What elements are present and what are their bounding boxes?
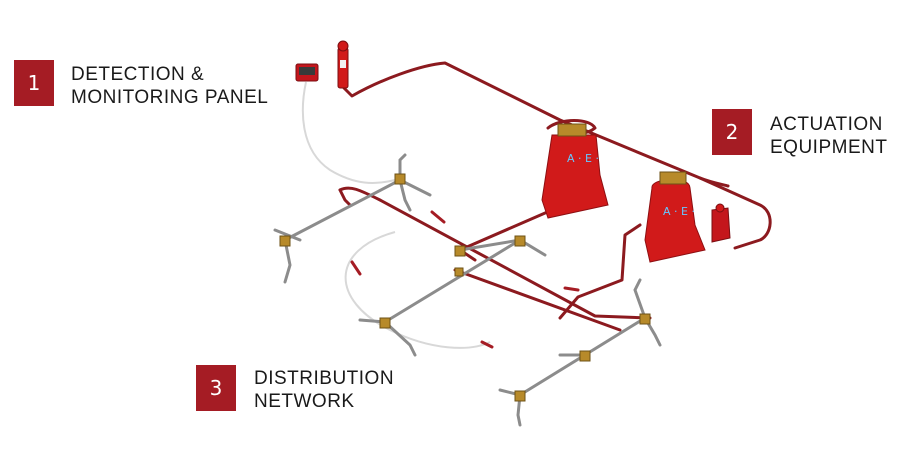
callout-3-line1: DISTRIBUTION: [254, 368, 395, 389]
callout-3-badge: 3: [196, 365, 236, 411]
callout-1-number: 1: [27, 71, 41, 95]
callout-3-number: 3: [209, 376, 223, 400]
control-panel-icon: [295, 63, 319, 82]
agent-tank-2-icon: A · E ·: [644, 171, 706, 263]
callout-2-badge: 2: [712, 109, 752, 155]
callout-1-line2: MONITORING PANEL: [71, 87, 269, 108]
actuator-bracket-icon: [711, 203, 731, 243]
callout-1-badge: 1: [14, 60, 54, 106]
manual-release-station-icon: [337, 40, 349, 89]
callout-3-label: DISTRIBUTION NETWORK: [254, 367, 394, 413]
callout-1-line1: DETECTION &: [71, 64, 205, 85]
nozzle-fittings: [279, 173, 651, 402]
callout-2-line1: ACTUATION: [770, 114, 883, 135]
tank-2-marking: A · E ·: [663, 205, 695, 218]
agent-tank-1-icon: A · E ·: [541, 123, 609, 219]
callout-2-label: ACTUATION EQUIPMENT: [770, 113, 887, 159]
callout-2-number: 2: [725, 120, 739, 144]
tank-1-marking: A · E ·: [567, 152, 599, 165]
callout-3-line2: NETWORK: [254, 391, 355, 412]
linear-detectors: [350, 210, 580, 349]
callout-1-label: DETECTION & MONITORING PANEL: [71, 63, 268, 109]
callout-2-line2: EQUIPMENT: [770, 137, 888, 158]
